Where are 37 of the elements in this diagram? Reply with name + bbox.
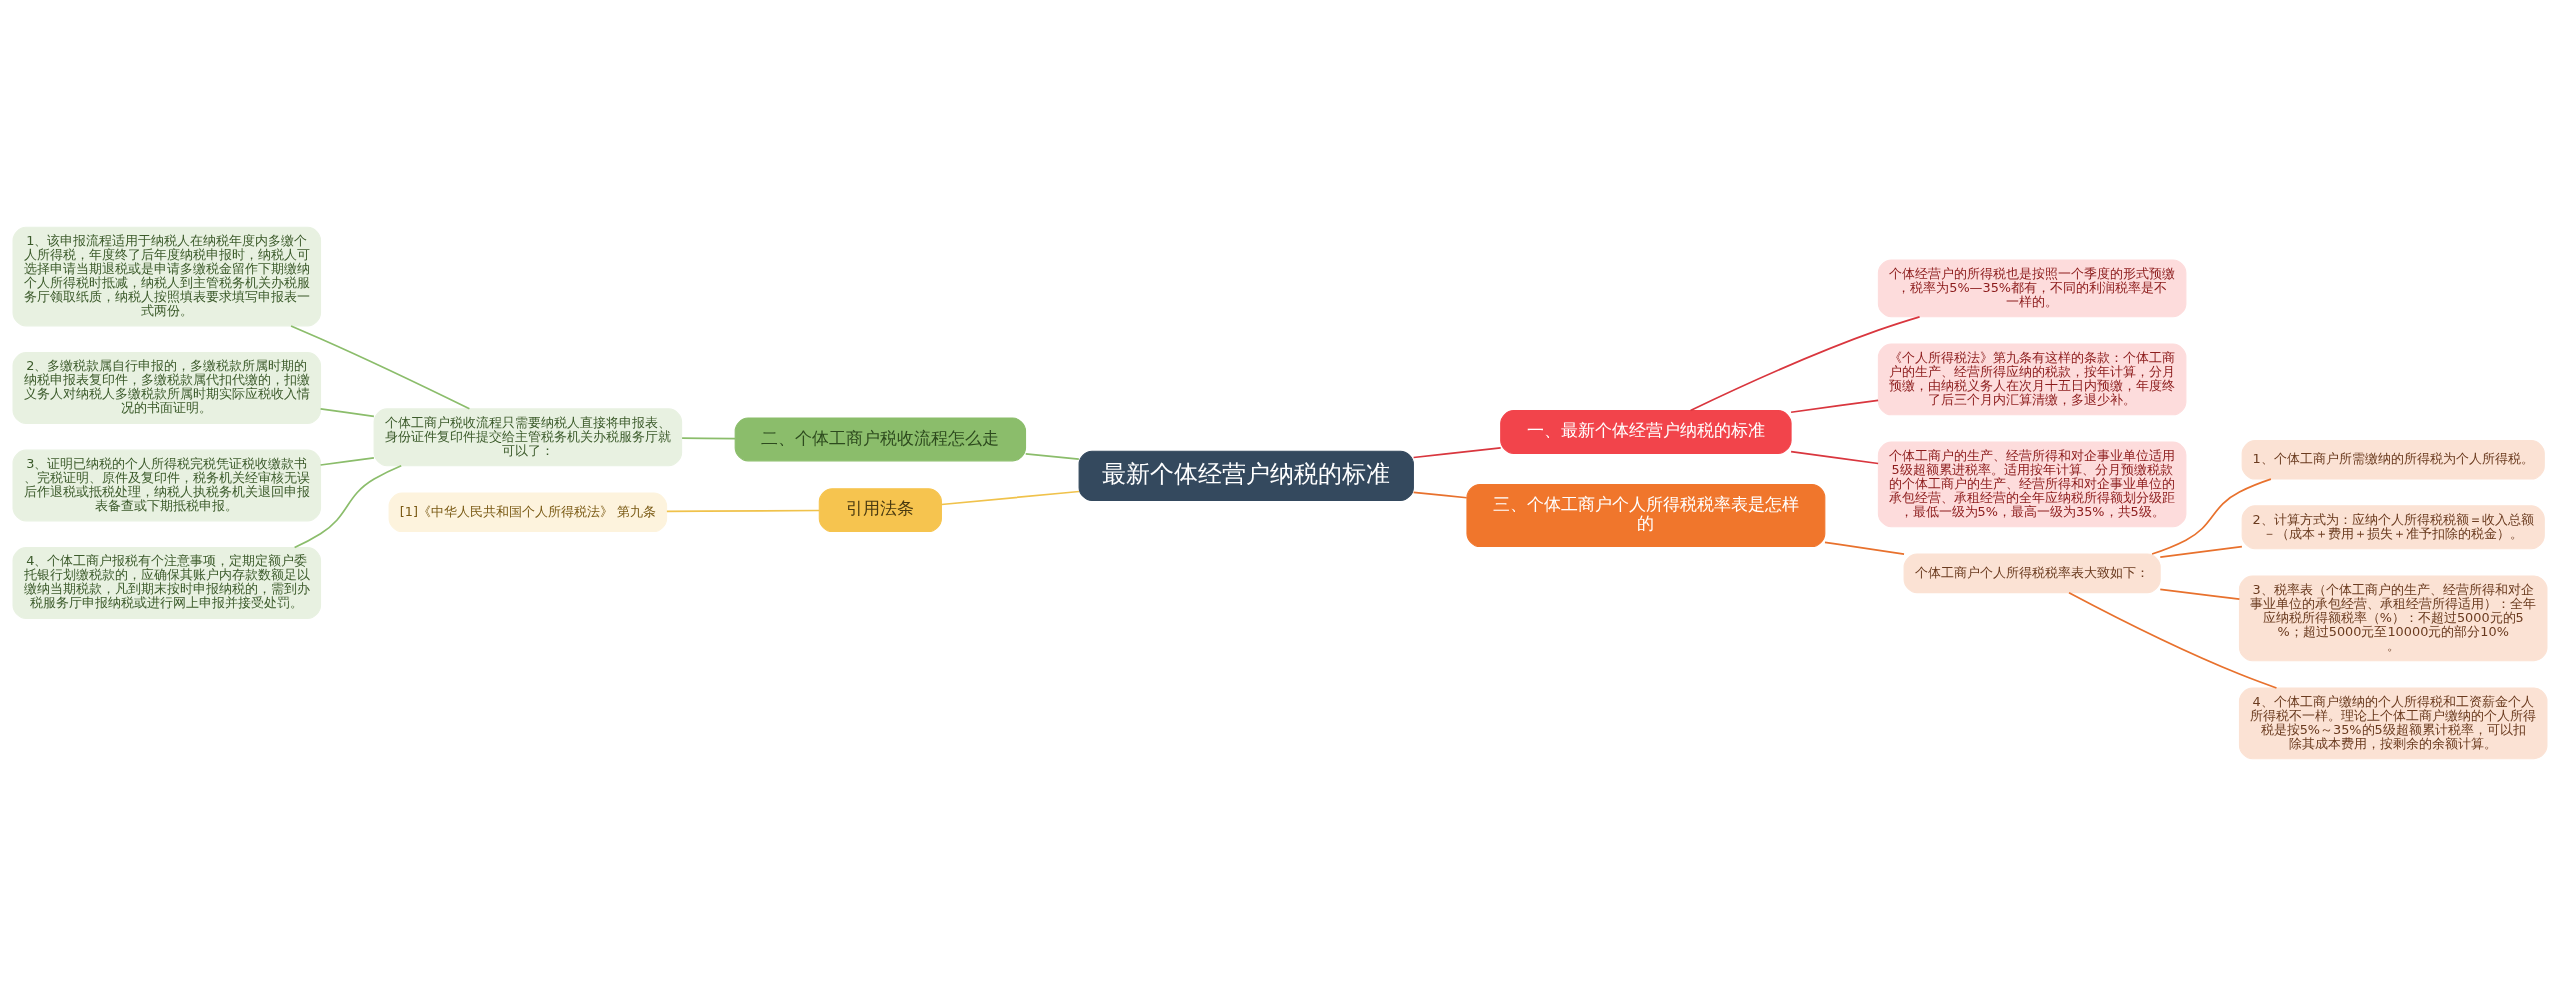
node-box: 3、证明已纳税的个人所得税完税凭证税收缴款书、完税证明、原件及复印件，税务机关经审核无误后作退税或抵税处理，纳税人执税务机关退回申报表备查或下期抵税申报。 (12, 449, 322, 522)
connector (1790, 450, 1879, 465)
connector (1689, 315, 1921, 412)
connector (293, 464, 403, 549)
connector (2159, 545, 2243, 558)
connector (1790, 399, 1879, 414)
node-box: 3、税率表（个体工商户的生产、经营所得和对企事业单位的承包经营、承租经营所得适用）：全年应纳税所得额税率（%）：不超过5000元的5%；超过5000元至10000元的部分10%。 (2238, 575, 2548, 662)
connector (940, 490, 1080, 506)
node-box: 个体经营户的所得税也是按照一个季度的形式预缴，税率为5%—35%都有，不同的利润税率是不一样的。 (1877, 259, 2187, 318)
connector (1412, 447, 1502, 459)
node-box: [1]《中华人民共和国个人所得税法》 第九条 (388, 492, 668, 533)
connector (2159, 588, 2241, 601)
node-box: 三、个体工商户个人所得税税率表是怎样的 (1466, 483, 1826, 548)
connector (681, 437, 736, 440)
node-box: 引用法条 (818, 488, 942, 533)
node-box: 1、个体工商户所需缴纳的所得税为个人所得税。 (2241, 439, 2545, 480)
connector (1412, 491, 1468, 499)
connector (2068, 591, 2278, 689)
connector (290, 325, 471, 410)
node-box: 二、个体工商户税收流程怎么走 (734, 417, 1027, 462)
connector (666, 509, 821, 513)
node-box: 1、该申报流程适用于纳税人在纳税年度内多缴个人所得税，年度终了后年度纳税申报时，纳税人可选择申请当期退税或是申请多缴税金留作下期缴纳个人所得税时抵减，纳税人到主管税务机关办税服务厅领取纸质，纳税人按照填表要求填写申报表一式两份。 (12, 226, 322, 327)
node-box: 《个人所得税法》第九条有这样的条款：个体工商户的生产、经营所得应纳的税款，按年计算，分月预缴，由纳税义务人在次月十五日内预缴，年度终了后三个月内汇算清缴，多退少补。 (1877, 343, 2187, 416)
node-box: 4、个体工商户报税有个注意事项，定期定额户委托银行划缴税款的，应确保其账户内存款数额足以缴纳当期税款，凡到期末按时申报纳税的，需到办税服务厅申报纳税或进行网上申报并接受处罚。 (12, 547, 322, 619)
connector (1024, 453, 1080, 461)
node-box: 2、多缴税款属自行申报的，多缴税款所属时期的纳税申报表复印件，多缴税款属代扣代缴的，扣缴义务人对纳税人多缴税款所属时期实际应税收入情况的书面证明。 (12, 352, 322, 424)
node-box: 个体工商户税收流程只需要纳税人直接将申报表、身份证件复印件提交给主管税务机关办税服务厅就可以了： (373, 408, 683, 467)
node-box: 最新个体经营户纳税的标准 (1078, 450, 1414, 502)
node-box: 一、最新个体经营户纳税的标准 (1500, 409, 1792, 454)
node-box: 4、个体工商户缴纳的个人所得税和工资薪金个人所得税不一样。理论上个体工商户缴纳的个人所得税是按5%～35%的5级超额累计税率，可以扣除其成本费用，按剩余的余额计算。 (2238, 687, 2548, 760)
connector (319, 408, 375, 418)
connector (1824, 541, 1905, 556)
connector (319, 456, 375, 466)
node-box: 2、计算方式为：应纳个人所得税税额＝收入总额－（成本＋费用＋损失＋准予扣除的税金）。 (2241, 505, 2545, 550)
node-box: 个体工商户个人所得税税率表大致如下： (1903, 553, 2161, 594)
connector (2151, 478, 2272, 555)
node-box: 个体工商户的生产、经营所得和对企事业单位适用5级超额累进税率。适用按年计算、分月预缴税款的个体工商户的生产、经营所得和对企事业单位的承包经营、承租经营的全年应纳税所得额划分级距，最低一级为5%，最高一级为35%，共5级。 (1877, 441, 2187, 528)
